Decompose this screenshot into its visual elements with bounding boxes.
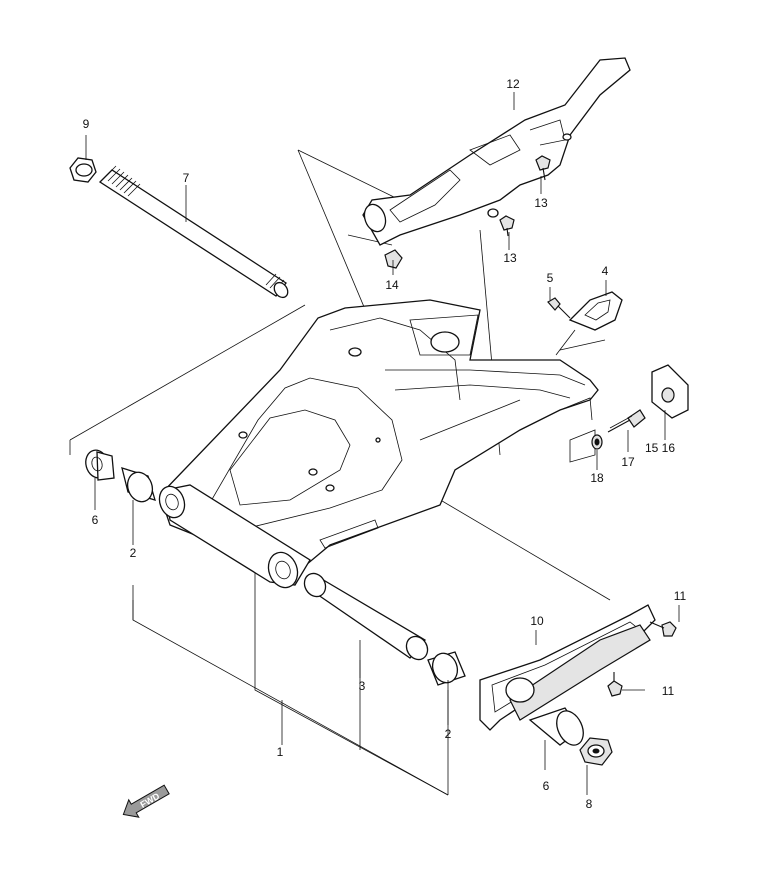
screw — [547, 297, 571, 319]
callout-leaders — [85, 92, 680, 795]
fwd-arrow: FWD — [122, 784, 170, 818]
bearing-right — [427, 651, 466, 686]
callout-18: 18 — [590, 471, 604, 485]
callout-11-upper: 11 — [674, 589, 687, 603]
bearing-left — [121, 467, 156, 503]
callout-14: 14 — [385, 278, 399, 292]
buffer-bolt-lower — [607, 672, 623, 697]
adjuster-bolt — [607, 409, 646, 433]
chain-buffer — [479, 604, 656, 731]
callout-7: 7 — [183, 171, 190, 185]
swingarm-body — [158, 299, 599, 589]
pivot-nut — [69, 157, 97, 183]
callout-1: 1 — [277, 745, 284, 759]
pivot-spacer — [303, 572, 429, 661]
callout-15-16: 15 16 — [645, 441, 675, 455]
callout-12: 12 — [506, 77, 520, 91]
callout-13-lower: 13 — [503, 251, 517, 265]
callout-4: 4 — [602, 264, 609, 278]
dust-seal-left — [85, 449, 115, 481]
callout-2-right: 2 — [445, 727, 452, 741]
callout-labels: 1 2 2 3 4 5 6 6 7 8 9 10 11 11 12 13 13 … — [83, 77, 687, 811]
buffer-bolt-upper — [649, 621, 677, 637]
chain-case-bolt-lower — [499, 215, 515, 237]
callout-6-right: 6 — [543, 779, 550, 793]
callout-6-left: 6 — [92, 513, 99, 527]
callout-5: 5 — [547, 271, 554, 285]
sleeve — [528, 707, 584, 746]
callout-3: 3 — [359, 679, 366, 693]
washer — [591, 434, 603, 450]
callout-17: 17 — [621, 455, 635, 469]
chain-adjuster — [651, 364, 689, 419]
nut — [579, 737, 613, 766]
callout-10: 10 — [530, 614, 544, 628]
callout-11-lower: 11 — [662, 684, 675, 698]
chain-case-bolt-upper — [535, 155, 551, 181]
clip — [384, 249, 403, 269]
callout-9: 9 — [83, 117, 90, 131]
chain-guide — [568, 291, 623, 331]
callout-13-upper: 13 — [534, 196, 548, 210]
chain-case — [362, 57, 631, 246]
pivot-shaft — [98, 165, 289, 299]
callout-2-left: 2 — [130, 546, 137, 560]
callout-8: 8 — [586, 797, 593, 811]
